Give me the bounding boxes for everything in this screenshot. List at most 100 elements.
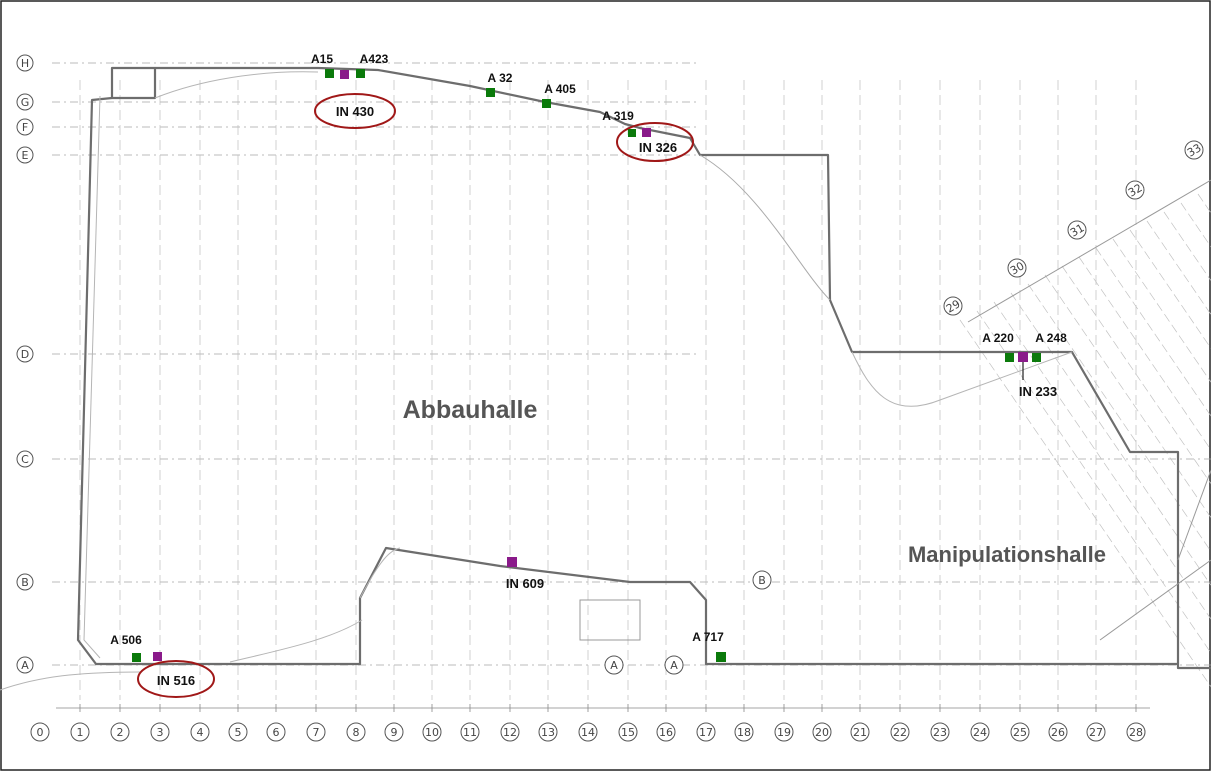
diagonal-grid-lines: [959, 179, 1211, 688]
abbau-inner-wall: [112, 68, 157, 100]
row-axis-label: F: [22, 121, 28, 134]
column-axis-bubble: [30, 722, 50, 742]
column-axis-label: 18: [737, 726, 751, 739]
axis-bubble-a-inner-right: [664, 655, 684, 675]
row-axis-label: C: [21, 453, 29, 466]
row-axis-bubble: [16, 450, 34, 468]
column-axis-bubble: [618, 722, 638, 742]
sensor-marker-a248[interactable]: [1032, 353, 1041, 362]
sensor-marker-in516[interactable]: [153, 652, 162, 661]
sensor-label-a248: A 248: [1035, 331, 1067, 345]
row-axis-bubble: [16, 656, 34, 674]
column-axis-label: 13: [541, 726, 555, 739]
column-axis-label: 19: [777, 726, 791, 739]
column-axis-label: 5: [235, 726, 242, 739]
diagonal-grid-line: [959, 319, 1211, 688]
column-axis-label: 11: [463, 726, 477, 739]
sensor-marker-a32[interactable]: [486, 88, 495, 97]
sensor-label-a15: A15: [311, 52, 333, 66]
diagonal-grid-line: [1180, 202, 1211, 248]
sensor-marker-a506[interactable]: [132, 653, 141, 662]
row-axis-bubble: [16, 93, 34, 111]
column-axis-bubble: [500, 722, 520, 742]
diagonal-axis-bubble: [1007, 258, 1027, 278]
diagonal-grid-line: [1095, 247, 1211, 417]
row-axis-label: H: [21, 57, 29, 70]
axis-label-a-inner-left: A: [610, 659, 618, 672]
column-axis-bubble: [110, 722, 130, 742]
sensor-marker-in609[interactable]: [507, 557, 517, 567]
diagonal-axis-label: 31: [1068, 221, 1087, 239]
sensor-label-in516: IN 516: [157, 673, 195, 688]
sensor-marker-a15[interactable]: [325, 69, 334, 78]
column-axis-label: 27: [1089, 726, 1103, 739]
row-axis-bubble: [16, 573, 34, 591]
sensor-marker-a319[interactable]: [628, 129, 636, 137]
diagonal-baseline: [967, 179, 1211, 323]
column-axis-label: 10: [425, 726, 439, 739]
sensor-marker-a405[interactable]: [542, 99, 551, 108]
column-axis-label: 1: [77, 726, 84, 739]
column-axis-bubble: [460, 722, 480, 742]
column-axis-label: 4: [197, 726, 204, 739]
column-axis-bubble: [970, 722, 990, 742]
sensor-marker-in430[interactable]: [340, 70, 349, 79]
diagonal-axis-bubble: [943, 296, 963, 316]
column-axis-bubble: [774, 722, 794, 742]
column-axis-bubble: [384, 722, 404, 742]
ramp-line: [699, 154, 831, 301]
column-axis-label: 6: [273, 726, 280, 739]
column-axis-bubble: [1048, 722, 1068, 742]
row-axis-label: B: [21, 576, 29, 589]
column-axis-label: 20: [815, 726, 829, 739]
column-axis-bubble: [538, 722, 558, 742]
column-axis-bubble: [734, 722, 754, 742]
column-axis-label: 12: [503, 726, 517, 739]
column-axis-bubble: [306, 722, 326, 742]
column-axis-bubble: [422, 722, 442, 742]
sensor-label-a423: A423: [360, 52, 389, 66]
highlight-ring-in430: [314, 93, 396, 129]
column-axis-bubble: [1126, 722, 1146, 742]
sensor-marker-a220[interactable]: [1005, 353, 1014, 362]
diagonal-grid-line: [1044, 274, 1211, 519]
dimension-chain: [56, 704, 1150, 712]
diagonal-grid-line: [1129, 229, 1211, 350]
sensor-marker-in326[interactable]: [642, 128, 651, 137]
column-axis-label: 21: [853, 726, 867, 739]
row-axis-label: G: [21, 96, 30, 109]
secondary-lines: [0, 71, 1211, 691]
column-axis-bubble: [346, 722, 366, 742]
axis-bubble-a-inner-left: [604, 655, 624, 675]
column-axis-bubble: [656, 722, 676, 742]
axis-label-b-inner: B: [758, 574, 766, 587]
column-axis-label: 3: [157, 726, 164, 739]
column-axis-label: 0: [37, 726, 44, 739]
diagonal-axis-bubble: [1184, 140, 1204, 160]
column-axis-label: 14: [581, 726, 595, 739]
abbau-west-wall: [76, 96, 1178, 666]
column-axis-bubble: [228, 722, 248, 742]
row-axis-bubble: [16, 118, 34, 136]
column-axis-bubble: [930, 722, 950, 742]
sensor-marker-a717[interactable]: [716, 652, 726, 662]
hall-label-abbauhalle: Abbauhalle: [403, 396, 538, 424]
column-axis-label: 7: [313, 726, 320, 739]
diagonal-axis-label: 30: [1008, 259, 1027, 277]
sensor-marker-a423[interactable]: [356, 69, 365, 78]
column-axis-label: 26: [1051, 726, 1065, 739]
sensor-marker-in233[interactable]: [1018, 352, 1028, 362]
sensor-label-a717: A 717: [692, 630, 724, 644]
row-axis-bubble: [16, 146, 34, 164]
abbau-outer-wall: [110, 66, 1211, 670]
column-axis-label: 22: [893, 726, 907, 739]
sensor-label-a319: A 319: [602, 109, 634, 123]
column-axis-bubble: [190, 722, 210, 742]
column-axis-bubble: [890, 722, 910, 742]
